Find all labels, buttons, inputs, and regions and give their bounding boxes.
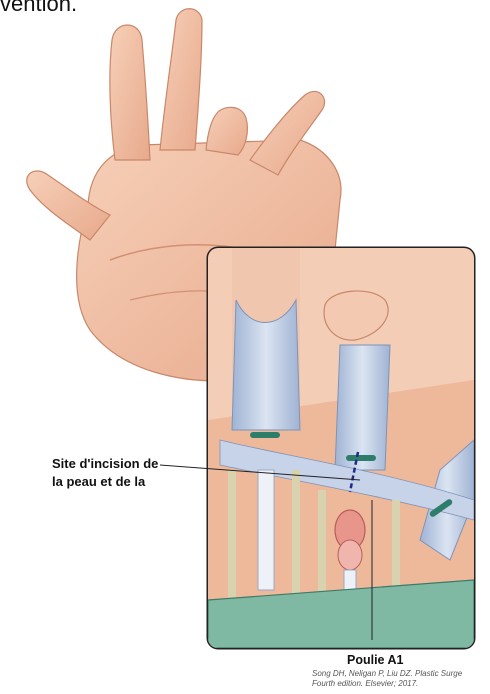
- inset-dissection: [208, 248, 474, 648]
- incision-label-line2: la peau et de la: [52, 473, 158, 491]
- pulley-a1-label: Poulie A1: [347, 653, 404, 667]
- citation-line2: Fourth edition. Elsevier; 2017.: [312, 679, 462, 689]
- citation-line1: Song DH, Neligan P, Liu DZ. Plastic Surg…: [312, 669, 462, 679]
- citation: Song DH, Neligan P, Liu DZ. Plastic Surg…: [312, 669, 462, 689]
- incision-label-line1: Site d'incision de: [52, 455, 158, 473]
- incision-site-label: Site d'incision de la peau et de la: [52, 455, 158, 491]
